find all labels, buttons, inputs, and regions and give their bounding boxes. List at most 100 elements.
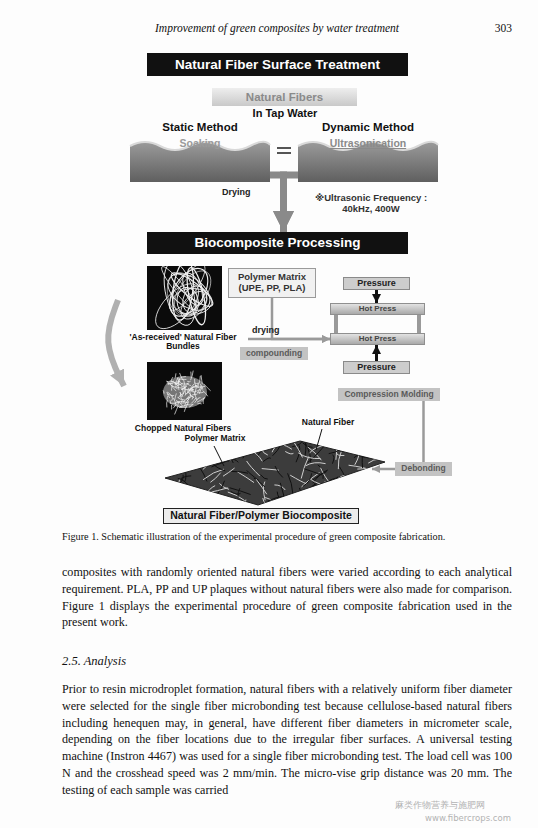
plate-fiber bbox=[228, 492, 245, 501]
plate-fiber bbox=[290, 475, 306, 484]
plate-fiber bbox=[340, 467, 347, 480]
chopped-fiber bbox=[167, 396, 169, 399]
flow-arrow bbox=[375, 290, 378, 303]
plate-fiber bbox=[275, 466, 283, 477]
node-text: Polymer Matrix (UPE, PP, PLA) bbox=[230, 272, 314, 293]
chopped-fiber bbox=[173, 404, 177, 408]
leader-line bbox=[214, 446, 224, 466]
chopped-fiber bbox=[179, 381, 182, 385]
plate-fiber bbox=[302, 492, 308, 501]
chopped-fiber bbox=[170, 402, 179, 403]
hot-press-plate: Hot Press bbox=[330, 333, 425, 345]
chopped-fiber bbox=[175, 393, 177, 400]
process-box: Compression Molding bbox=[338, 388, 440, 401]
plate-fiber bbox=[349, 465, 370, 470]
plate-fiber bbox=[364, 492, 376, 501]
plate-fiber bbox=[376, 495, 378, 513]
chopped-fiber bbox=[204, 384, 211, 391]
plate-fiber bbox=[302, 428, 310, 444]
plate-fiber bbox=[203, 469, 224, 480]
plate-fiber bbox=[372, 478, 377, 491]
chopped-fiber bbox=[171, 396, 173, 401]
plate-fiber bbox=[321, 485, 327, 504]
chopped-fiber bbox=[203, 400, 204, 404]
chopped-fiber bbox=[175, 381, 180, 385]
chopped-fiber bbox=[171, 377, 173, 381]
plate-fiber bbox=[169, 483, 182, 488]
plate-fiber bbox=[192, 491, 205, 494]
chopped-fiber bbox=[187, 398, 190, 402]
plate-fiber bbox=[368, 459, 379, 463]
plate-fiber bbox=[237, 472, 254, 483]
plate-fiber bbox=[222, 444, 243, 449]
plate-fiber bbox=[324, 433, 335, 443]
process-box: Debonding bbox=[395, 462, 452, 476]
chopped-fiber bbox=[203, 398, 204, 401]
plate-fiber bbox=[352, 471, 362, 476]
plate-fiber bbox=[332, 455, 334, 464]
node-text: Compression Molding bbox=[344, 390, 433, 400]
plate-fiber bbox=[191, 495, 195, 504]
plate-fiber bbox=[301, 456, 309, 478]
plate-fiber bbox=[238, 488, 240, 497]
chopped-fiber bbox=[175, 406, 179, 415]
product-box: Natural Fiber/Polymer Biocomposite bbox=[150, 438, 372, 524]
chopped-fiber bbox=[178, 406, 182, 408]
plate-fiber bbox=[261, 447, 268, 455]
plate-fiber bbox=[298, 453, 320, 459]
plate-fiber bbox=[178, 478, 189, 485]
chopped-fiber bbox=[179, 407, 187, 408]
plate-fiber bbox=[265, 432, 284, 443]
body-paragraph: composites with randomly oriented natura… bbox=[62, 564, 512, 631]
chopped-fiber bbox=[187, 390, 194, 391]
chopped-fiber bbox=[197, 398, 205, 403]
chopped-fiber bbox=[170, 381, 174, 382]
plate-fiber bbox=[247, 461, 260, 476]
node-text: Pressure bbox=[357, 362, 396, 372]
chopped-fiber bbox=[167, 392, 170, 398]
plate-fiber bbox=[338, 452, 341, 469]
chopped-fiber bbox=[176, 387, 182, 388]
fiber-photo bbox=[147, 362, 222, 420]
plate-fiber bbox=[174, 484, 175, 506]
equals-sign bbox=[277, 152, 291, 154]
plate-fiber bbox=[303, 473, 311, 486]
plate-fiber bbox=[206, 443, 218, 447]
flow-arrow bbox=[270, 175, 284, 232]
node-text: Static Method bbox=[162, 121, 237, 134]
callout-label: Natural Fiber bbox=[298, 418, 358, 428]
process-note: ※Ultrasonic Frequency : 40kHz, 400W bbox=[300, 193, 442, 215]
plate-fiber bbox=[190, 448, 204, 457]
plate-fiber bbox=[362, 495, 367, 509]
chopped-fiber bbox=[198, 403, 202, 404]
chopped-fiber bbox=[181, 390, 185, 397]
node-text: Ultrasonication bbox=[330, 138, 406, 150]
plate-fibers bbox=[148, 425, 386, 521]
plate-fiber bbox=[299, 488, 310, 496]
node-text: Natural Fiber Surface Treatment bbox=[175, 57, 380, 72]
plate-fiber bbox=[211, 461, 227, 467]
chopped-fiber bbox=[187, 391, 194, 398]
chopped-fiber bbox=[199, 376, 201, 383]
plate-fiber bbox=[311, 497, 316, 507]
equals-sign bbox=[277, 147, 291, 149]
running-header: Improvement of green composites by water… bbox=[62, 22, 492, 34]
plate-fiber bbox=[336, 446, 352, 447]
chopped-fiber bbox=[199, 386, 203, 394]
chopped-fiber bbox=[181, 400, 183, 403]
plate-fiber bbox=[305, 483, 315, 497]
chopped-fiber bbox=[198, 398, 201, 400]
plate-fiber bbox=[171, 480, 179, 496]
flow-arrow bbox=[372, 468, 395, 471]
node-text: Chopped Natural Fibers bbox=[135, 424, 231, 434]
plate-fiber bbox=[267, 496, 283, 501]
plate-fiber bbox=[206, 446, 209, 462]
plate-fiber bbox=[324, 482, 343, 486]
plate-fiber bbox=[372, 500, 378, 520]
plate-fiber bbox=[180, 494, 199, 507]
plate-fiber bbox=[335, 439, 337, 460]
plate-fiber bbox=[221, 444, 222, 455]
plate-fiber bbox=[301, 473, 319, 487]
chopped-fiber bbox=[168, 394, 175, 395]
